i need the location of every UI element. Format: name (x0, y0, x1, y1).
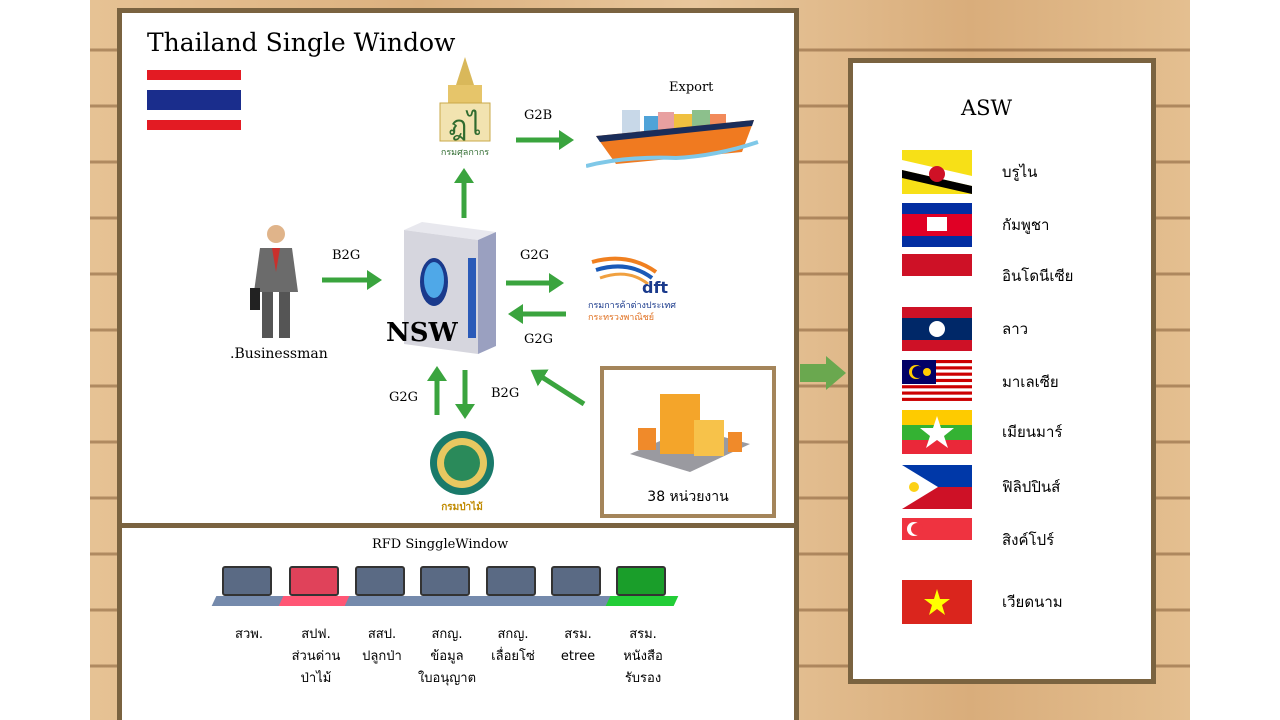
cambodia-flag-icon (902, 203, 972, 247)
rfd-emblem-icon: กรมป่าไม้ (426, 430, 498, 513)
b2g-label-top: B2G (332, 248, 361, 263)
country-name: ฟิลิปปินส์ (1002, 478, 1061, 496)
agencies-label: 38 หน่วยงาน (647, 489, 729, 505)
laptop-label: สกญ. เลื่อยโซ่ (491, 627, 535, 664)
arrow-to-asw (800, 356, 846, 390)
laptop-label: สกญ. ข้อมูล ใบอนุญาต (417, 627, 477, 686)
laptop-icon (605, 566, 679, 610)
country-name: เมียนมาร์ (1002, 423, 1063, 441)
dft-logo: dft กรมการค้าต่างประเทศ กระทรวงพาณิชย์ (588, 252, 688, 323)
businessman-label: .Businessman (230, 346, 328, 362)
country-name: เวียดนาม (1002, 593, 1063, 611)
laptop-label: สวพ. (235, 627, 263, 642)
indonesia-flag-icon (902, 254, 972, 298)
laptop-icon (475, 566, 549, 610)
laptop-label: สปฟ. ส่วนด่าน ป่าไม้ (291, 627, 341, 686)
rfd-window-title: RFD SinggleWindow (372, 537, 509, 552)
laptop-icon (211, 566, 285, 610)
arrow-agencies-to-nsw (530, 369, 586, 407)
laptop-icon (409, 566, 483, 610)
b2g-label-rfd: B2G (491, 386, 520, 401)
laptop-label: สรม. etree (560, 627, 596, 664)
myanmar-flag-icon (902, 410, 972, 454)
dft-line1: กรมการค้าต่างประเทศ (588, 301, 677, 311)
dft-line2: กระทรวงพาณิชย์ (588, 313, 655, 323)
g2g-label-dft-bottom: G2G (524, 332, 554, 347)
asw-title: ASW (961, 96, 1013, 120)
vietnam-flag-icon (902, 580, 972, 624)
malaysia-flag-icon (902, 360, 972, 404)
dft-swoosh-icon (591, 256, 658, 286)
export-ship-icon: Export (586, 80, 762, 180)
export-label: Export (669, 80, 714, 95)
country-name: ลาว (1002, 320, 1029, 338)
nsw-label: NSW (386, 318, 458, 348)
country-name: บรูไน (1002, 163, 1038, 181)
laos-flag-icon (902, 307, 972, 351)
g2b-label: G2B (524, 108, 553, 123)
country-name: มาเลเซีย (1002, 373, 1059, 391)
laptop-icon (344, 566, 418, 610)
customs-caption: กรมศุลกากร (440, 148, 490, 158)
laptop-label: สรม. หนังสือ รับรอง (623, 627, 663, 686)
country-name: กัมพูชา (1002, 216, 1050, 234)
singapore-flag-icon (902, 518, 972, 562)
laptop-icon (278, 566, 352, 610)
customs-emblem-icon: ฎไ กรมศุลกากร (430, 55, 500, 158)
rfd-caption: กรมป่าไม้ (441, 502, 483, 513)
businessman-icon (246, 222, 306, 342)
svg-text:ฎไ: ฎไ (449, 109, 482, 142)
dft-text: dft (642, 278, 669, 297)
page-title: Thailand Single Window (147, 28, 456, 57)
nsw-server-icon (404, 222, 496, 354)
country-name: อินโดนีเซีย (1002, 267, 1074, 285)
laptop-icon (540, 566, 614, 610)
g2g-label-dft-top: G2G (520, 248, 550, 263)
country-name: สิงค์โปร์ (1002, 531, 1055, 549)
buildings-icon (630, 394, 750, 472)
rfd-single-window-panel (117, 523, 799, 720)
laptop-label: สสป. ปลูกป่า (362, 627, 402, 664)
philippines-flag-icon (902, 465, 972, 509)
asw-panel (848, 58, 1156, 684)
thailand-flag-icon (147, 70, 241, 130)
agencies-box: 38 หน่วยงาน (600, 366, 776, 518)
g2g-label-rfd: G2G (389, 390, 419, 405)
brunei-flag-icon (902, 150, 972, 194)
